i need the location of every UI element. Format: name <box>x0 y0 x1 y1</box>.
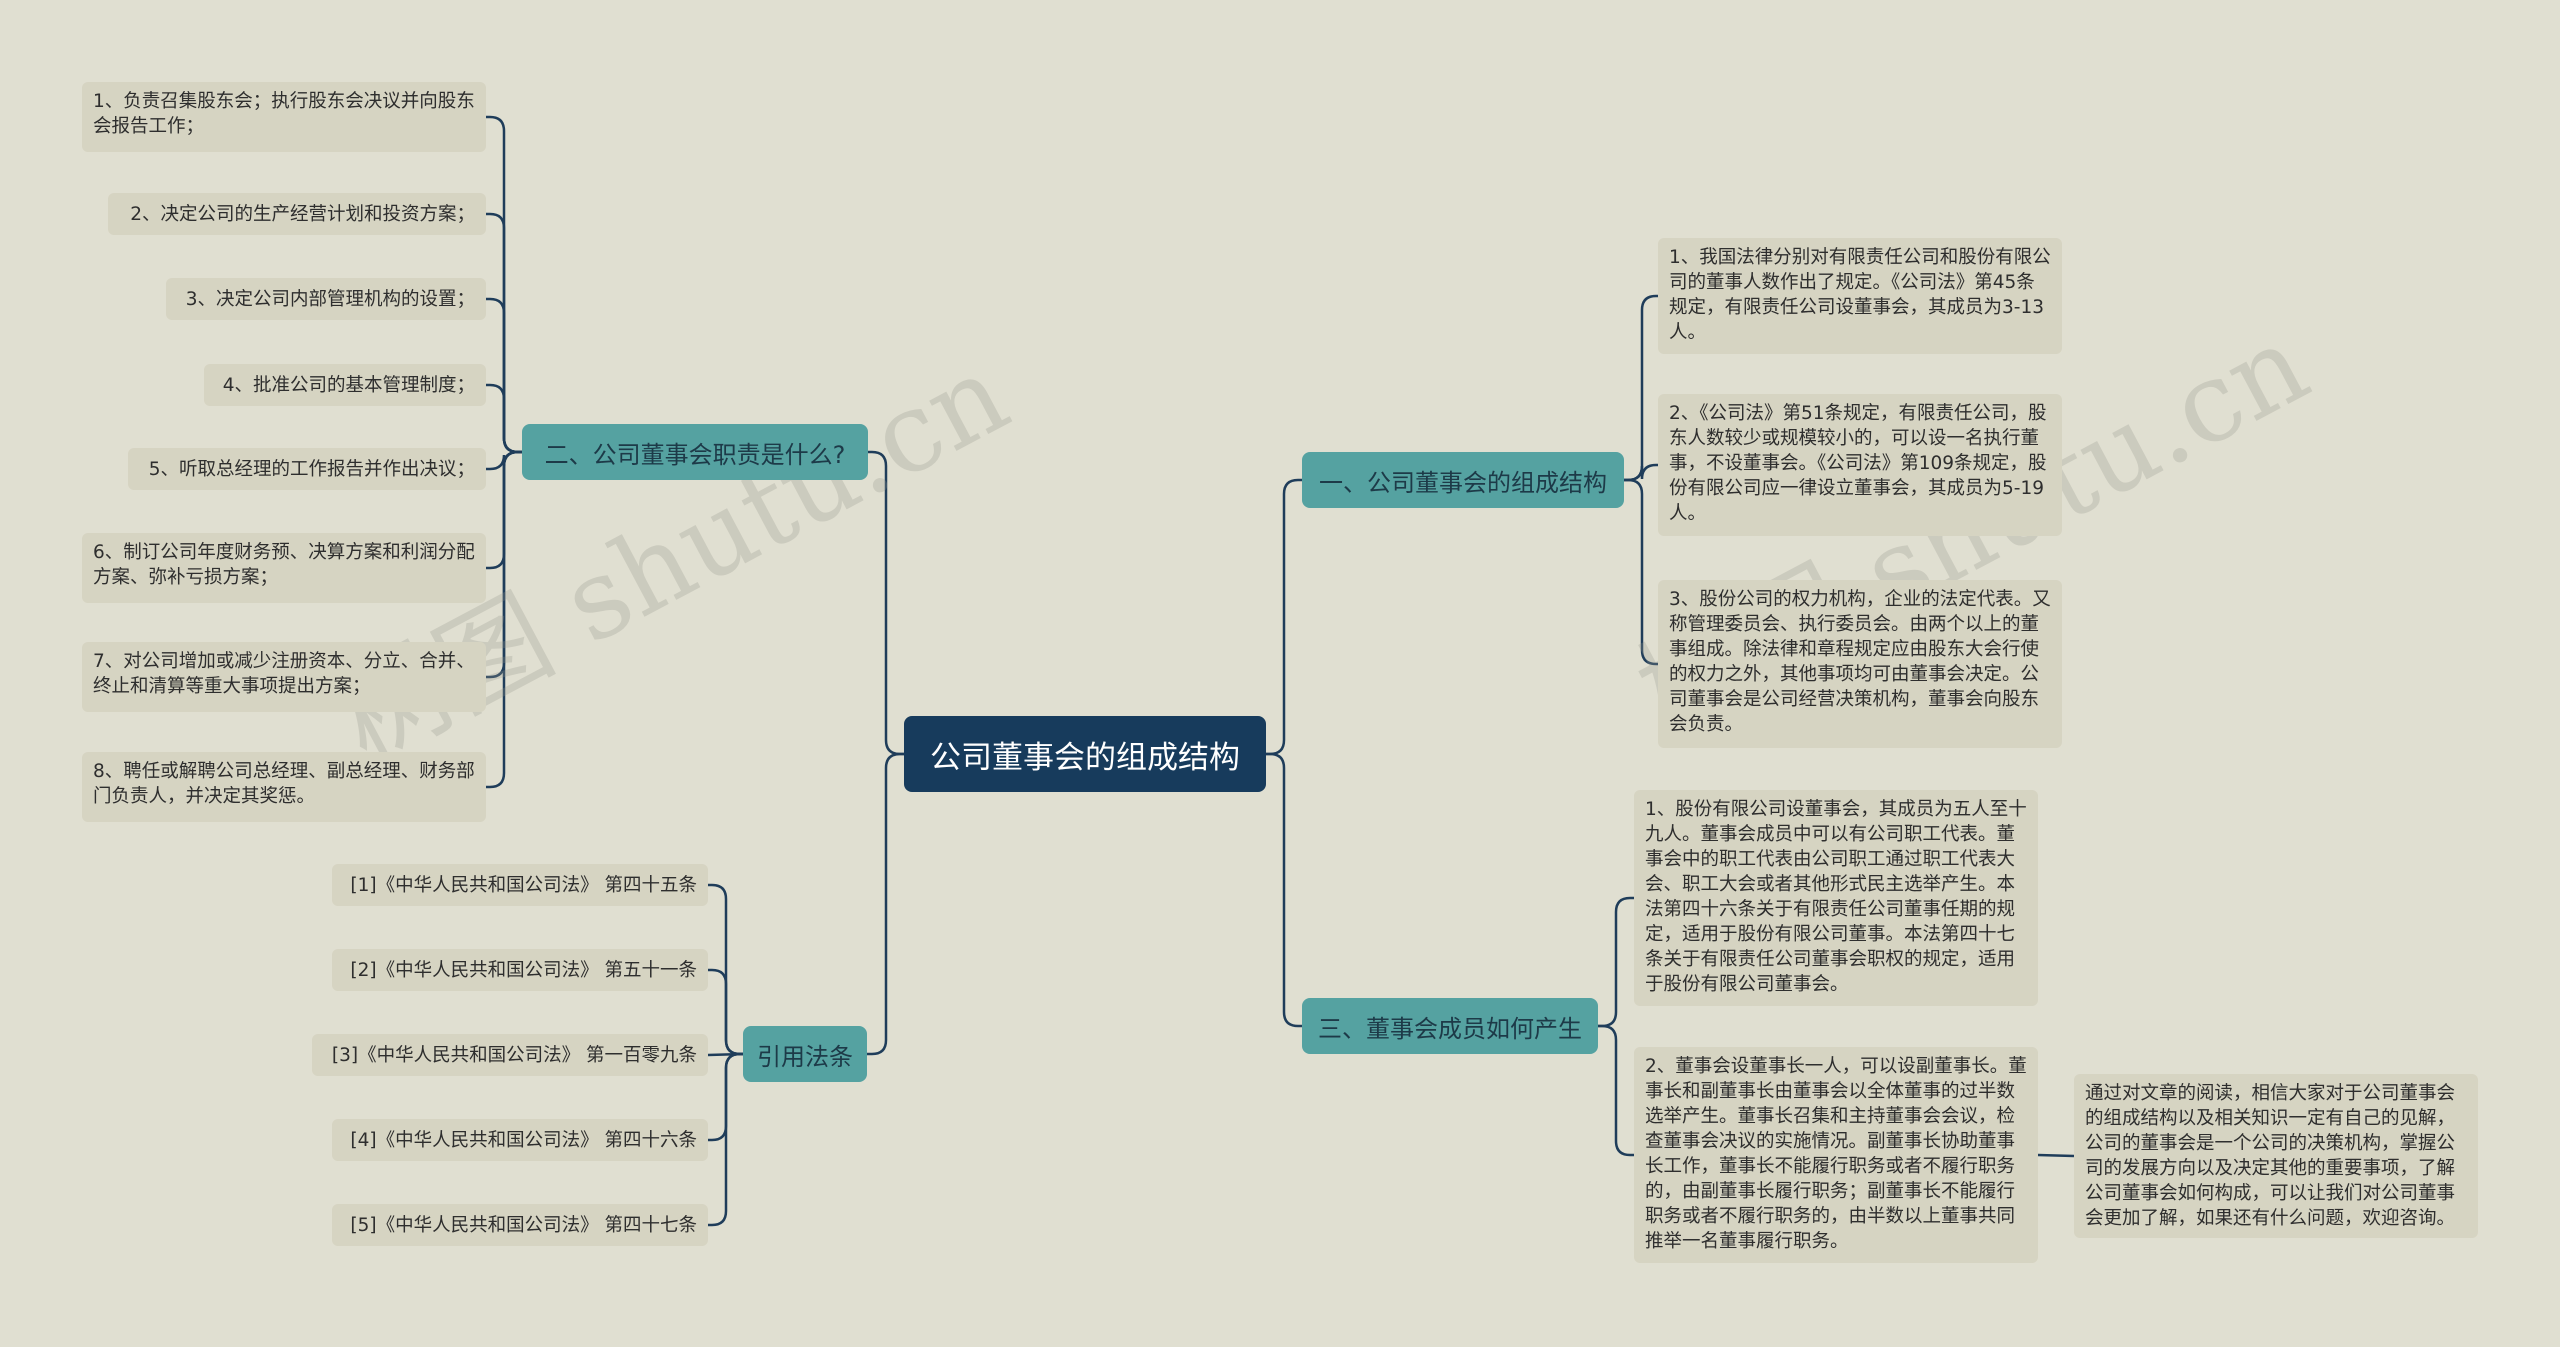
duty-item-8[interactable]: 8、聘任或解聘公司总经理、副总经理、财务部门负责人，并决定其奖惩。 <box>82 752 486 822</box>
references-link-1 <box>708 968 743 1056</box>
root-right-link-1 <box>1266 752 1302 1028</box>
duty-item-1[interactable]: 1、负责召集股东会；执行股东会决议并向股东会报告工作； <box>82 82 486 152</box>
duty-item-4[interactable]: 4、批准公司的基本管理制度； <box>204 364 486 406</box>
duty-item-3[interactable]: 3、决定公司内部管理机构的设置； <box>166 278 486 320</box>
members-summary[interactable]: 通过对文章的阅读，相信大家对于公司董事会的组成结构以及相关知识一定有自己的见解，… <box>2074 1074 2478 1238</box>
branch-duties[interactable]: 二、公司董事会职责是什么? <box>522 424 868 480</box>
composition-link-2 <box>1624 478 1658 666</box>
reference-item-2[interactable]: [2]《中华人民共和国公司法》 第五十一条 <box>332 949 708 991</box>
root-topic[interactable]: 公司董事会的组成结构 <box>904 716 1266 792</box>
duty-item-2[interactable]: 2、决定公司的生产经营计划和投资方案； <box>108 193 486 235</box>
reference-item-3[interactable]: [3]《中华人民共和国公司法》 第一百零九条 <box>312 1034 708 1076</box>
duty-item-7[interactable]: 7、对公司增加或减少注册资本、分立、合并、终止和清算等重大事项提出方案； <box>82 642 486 712</box>
reference-item-4[interactable]: [4]《中华人民共和国公司法》 第四十六条 <box>332 1119 708 1161</box>
references-link-4 <box>708 1052 743 1227</box>
composition-item-3[interactable]: 3、股份公司的权力机构，企业的法定代表。又称管理委员会、执行委员会。由两个以上的… <box>1658 580 2062 748</box>
reference-item-5[interactable]: [5]《中华人民共和国公司法》 第四十七条 <box>332 1204 708 1246</box>
root-left-link-0 <box>868 450 904 756</box>
members-link-1 <box>1598 1024 1634 1157</box>
duties-link-7 <box>486 450 522 789</box>
summary-link-0 <box>2037 1153 2075 1158</box>
duty-item-6[interactable]: 6、制订公司年度财务预、决算方案和利润分配方案、弥补亏损方案； <box>82 533 486 603</box>
reference-item-1[interactable]: [1]《中华人民共和国公司法》 第四十五条 <box>332 864 708 906</box>
branch-members[interactable]: 三、董事会成员如何产生 <box>1302 998 1598 1054</box>
composition-link-0 <box>1624 294 1658 482</box>
composition-item-1[interactable]: 1、我国法律分别对有限责任公司和股份有限公司的董事人数作出了规定。《公司法》第4… <box>1658 238 2062 354</box>
composition-link-1 <box>1624 463 1658 482</box>
members-item-2[interactable]: 2、董事会设董事长一人，可以设副董事长。董事长和副董事长由董事会以全体董事的过半… <box>1634 1047 2038 1263</box>
members-item-1[interactable]: 1、股份有限公司设董事会，其成员为五人至十九人。董事会成员中可以有公司职工代表。… <box>1634 790 2038 1006</box>
branch-references[interactable]: 引用法条 <box>743 1026 867 1082</box>
composition-item-2[interactable]: 2、《公司法》第51条规定，有限责任公司，股东人数较少或规模较小的，可以设一名执… <box>1658 394 2062 536</box>
members-link-0 <box>1598 896 1634 1028</box>
root-left-link-1 <box>867 752 904 1056</box>
duties-link-3 <box>486 383 522 454</box>
root-right-link-0 <box>1266 478 1302 756</box>
branch-composition[interactable]: 一、公司董事会的组成结构 <box>1302 452 1624 508</box>
duty-item-5[interactable]: 5、听取总经理的工作报告并作出决议； <box>128 448 486 490</box>
